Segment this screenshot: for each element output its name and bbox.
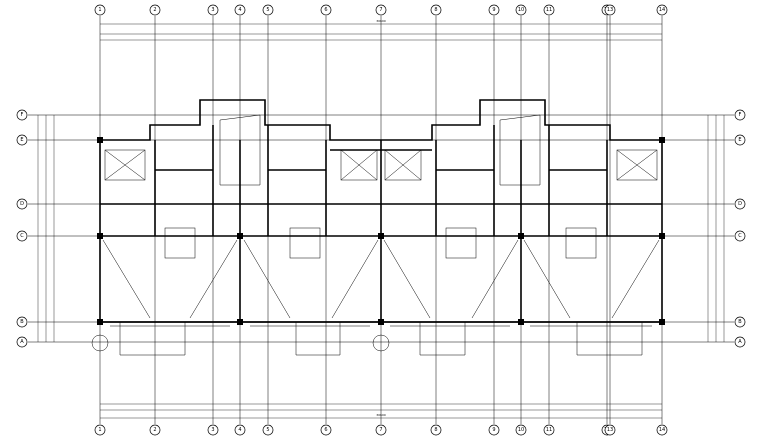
axis-bubble-13: 13	[604, 424, 616, 436]
axis-bubble-4: 4	[234, 4, 246, 16]
axis-label: 1	[98, 427, 101, 433]
axis-bubble-D: D	[16, 198, 28, 210]
axis-bubble-3: 3	[207, 4, 219, 16]
axis-bubble-8: 8	[430, 4, 442, 16]
axis-bubbles: 11223344556677889910101111121213131414FF…	[16, 4, 746, 436]
dimension-lines: 30600 30600	[37, 19, 725, 419]
axis-bubble-14: 14	[656, 4, 668, 16]
axis-label: B	[738, 319, 742, 325]
axis-bubble-C: C	[16, 230, 28, 242]
axis-label: 14	[659, 427, 665, 433]
top-total-dimension: 30600	[376, 19, 386, 23]
axis-label: 5	[266, 7, 269, 13]
bottom-total-dimension: 30600	[376, 413, 386, 417]
axis-bubble-14: 14	[656, 424, 668, 436]
axis-label: 4	[238, 7, 241, 13]
axis-label: 10	[518, 427, 524, 433]
axis-label: 11	[546, 7, 552, 13]
axis-label: 1	[98, 7, 101, 13]
axis-label: 6	[324, 7, 327, 13]
axis-bubble-5: 5	[262, 424, 274, 436]
axis-bubble-9: 9	[488, 4, 500, 16]
axis-label: A	[738, 339, 742, 345]
axis-label: 3	[211, 427, 214, 433]
axis-label: C	[20, 233, 24, 239]
axis-label: 13	[607, 7, 613, 13]
axis-bubble-9: 9	[488, 424, 500, 436]
axis-bubble-E: E	[734, 134, 746, 146]
axis-bubble-11: 11	[543, 424, 555, 436]
axis-bubble-11: 11	[543, 4, 555, 16]
axis-bubble-3: 3	[207, 424, 219, 436]
axis-label: 14	[659, 7, 665, 13]
axis-bubble-13: 13	[604, 4, 616, 16]
axis-label: 4	[238, 427, 241, 433]
axis-bubble-B: B	[16, 316, 28, 328]
axis-bubble-1: 1	[94, 4, 106, 16]
axis-label: C	[738, 233, 742, 239]
axis-bubble-2: 2	[149, 424, 161, 436]
axis-label: F	[21, 112, 24, 118]
axis-bubble-B: B	[734, 316, 746, 328]
axis-bubble-2: 2	[149, 4, 161, 16]
axis-label: 7	[379, 427, 382, 433]
axis-label: 3	[211, 7, 214, 13]
axis-label: 7	[379, 7, 382, 13]
axis-label: E	[738, 137, 741, 143]
axis-bubble-D: D	[734, 198, 746, 210]
axis-bubble-A: A	[734, 336, 746, 348]
axis-label: D	[738, 201, 742, 207]
axis-bubble-F: F	[734, 109, 746, 121]
axis-bubble-4: 4	[234, 424, 246, 436]
axis-label: E	[20, 137, 23, 143]
axis-bubble-10: 10	[515, 424, 527, 436]
axis-bubble-A: A	[16, 336, 28, 348]
axis-label: 2	[153, 7, 156, 13]
axis-label: 11	[546, 427, 552, 433]
axis-label: D	[20, 201, 24, 207]
axis-label: 10	[518, 7, 524, 13]
building-walls	[91, 99, 665, 356]
axis-bubble-1: 1	[94, 424, 106, 436]
axis-bubble-7: 7	[375, 4, 387, 16]
axis-label: 2	[153, 427, 156, 433]
axis-bubble-E: E	[16, 134, 28, 146]
axis-label: 8	[434, 7, 437, 13]
axis-bubble-10: 10	[515, 4, 527, 16]
axis-bubble-5: 5	[262, 4, 274, 16]
axis-label: A	[20, 339, 24, 345]
axis-bubble-F: F	[16, 109, 28, 121]
axis-label: 5	[266, 427, 269, 433]
axis-bubble-6: 6	[320, 424, 332, 436]
axis-label: B	[20, 319, 24, 325]
axis-label: 6	[324, 427, 327, 433]
axis-label: 9	[492, 7, 495, 13]
axis-bubble-8: 8	[430, 424, 442, 436]
axis-label: 8	[434, 427, 437, 433]
axis-bubble-7: 7	[375, 424, 387, 436]
axis-label: 13	[607, 427, 613, 433]
axis-label: 9	[492, 427, 495, 433]
axis-bubble-6: 6	[320, 4, 332, 16]
axis-label: F	[739, 112, 742, 118]
axis-bubble-C: C	[734, 230, 746, 242]
